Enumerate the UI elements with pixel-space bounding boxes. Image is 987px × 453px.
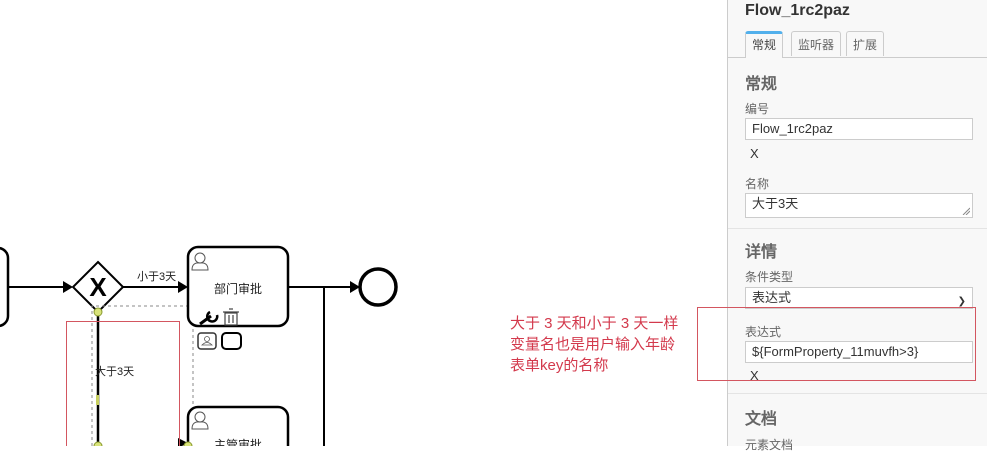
id-label: 编号 [745, 102, 770, 116]
panel-title: Flow_1rc2paz [745, 2, 850, 19]
section-title-details: 详情 [745, 244, 778, 261]
trash-icon [223, 308, 239, 326]
name-value: 大于3天 [752, 196, 799, 211]
id-input[interactable]: Flow_1rc2paz [745, 118, 973, 140]
tab-extensions[interactable]: 扩展 [846, 31, 885, 56]
flow-label-more-than-3-days[interactable]: 大于3天 [95, 366, 135, 378]
chevron-down-icon: ❯ [957, 296, 966, 307]
tab-general[interactable]: 常规 [745, 31, 784, 58]
panel-tabs: 常规 监听器 扩展 [728, 31, 987, 58]
flow-label-less-than-3-days[interactable]: 小于3天 [137, 271, 177, 283]
annotation-line: 大于 3 天和小于 3 天一样 [510, 315, 679, 332]
bpmn-canvas[interactable]: X [0, 0, 727, 446]
condition-type-label: 条件类型 [745, 270, 794, 284]
condition-type-value: 表达式 [752, 290, 792, 305]
section-title-documentation: 文档 [745, 411, 778, 428]
user-task-icon-dept [191, 252, 209, 271]
highlight-box-expression [697, 307, 976, 381]
name-textarea[interactable]: 大于3天 [745, 193, 973, 218]
annotation-text: 大于 3 天和小于 3 天一样 变量名也是用户输入年龄 表单key的名称 [510, 313, 700, 376]
annotation-line: 变量名也是用户输入年龄 [510, 336, 676, 353]
section-divider [728, 228, 987, 229]
tab-listeners[interactable]: 监听器 [791, 31, 842, 56]
expression-input[interactable]: ${FormProperty_11muvfh>3} [745, 341, 973, 363]
id-clear-button[interactable]: X [750, 146, 759, 161]
task-label-manager-approval[interactable]: 主管审批 [213, 438, 262, 446]
resize-grip-icon[interactable] [962, 207, 970, 215]
task-label-dept-approval[interactable]: 部门审批 [213, 282, 262, 296]
section-title-general: 常规 [745, 76, 778, 93]
user-task-icon [197, 332, 217, 350]
properties-panel: Flow_1rc2paz 常规 监听器 扩展 常规 编号 Flow_1rc2pa… [727, 0, 987, 452]
condition-type-select[interactable]: 表达式 ❯ [745, 287, 973, 309]
element-doc-label: 元素文档 [745, 438, 794, 452]
section-divider [728, 393, 987, 394]
task-icon [221, 332, 242, 350]
highlight-box-flow [66, 321, 180, 446]
previous-task-shape [0, 246, 10, 328]
wrench-icon [199, 310, 219, 326]
annotation-line: 表单key的名称 [510, 357, 609, 374]
svg-text:X: X [89, 272, 107, 302]
expression-clear-button[interactable]: X [750, 368, 759, 383]
expression-label: 表达式 [745, 325, 782, 339]
end-event [358, 267, 398, 307]
name-label: 名称 [745, 177, 770, 191]
diagram-svg: X [0, 245, 398, 446]
